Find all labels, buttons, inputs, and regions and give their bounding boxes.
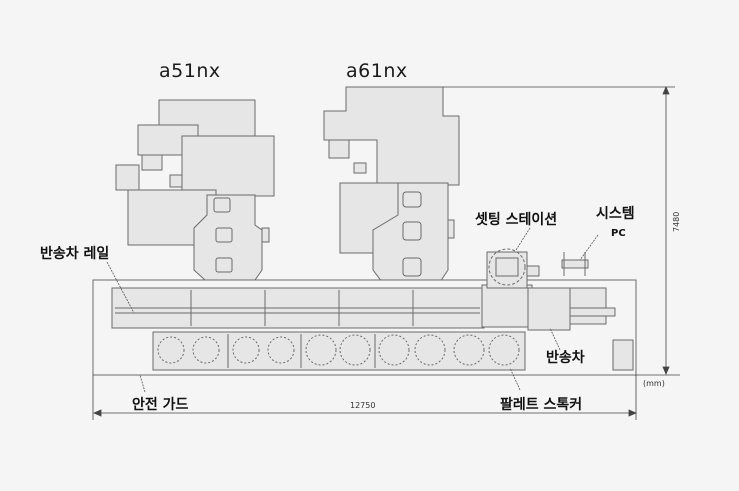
width-dimension: 12750 <box>350 401 376 410</box>
callout-transfer-rail: 반송차 레일 <box>40 246 110 262</box>
callout-safety-guard: 안전 가드 <box>132 397 189 413</box>
callout-transfer-cart: 반송차 <box>546 350 585 366</box>
machine-label-a61nx: a61nx <box>346 60 408 82</box>
a61nx-upper-block <box>323 86 460 186</box>
a51nx-head <box>181 135 275 197</box>
transfer-cart <box>527 287 571 331</box>
callout-system: 시스템 <box>596 206 635 222</box>
callout-setting-station: 셋팅 스테이션 <box>475 212 558 228</box>
machine-label-a51nx: a51nx <box>159 60 221 82</box>
callout-pc: PC <box>611 228 626 239</box>
units-label: (mm) <box>643 379 665 388</box>
height-dimension: 7480 <box>672 211 681 232</box>
callout-pallet-stocker: 팔레트 스톡커 <box>500 397 583 413</box>
setting-station-body <box>481 284 533 328</box>
system-pc <box>561 259 589 269</box>
pallet-circles <box>157 334 520 366</box>
